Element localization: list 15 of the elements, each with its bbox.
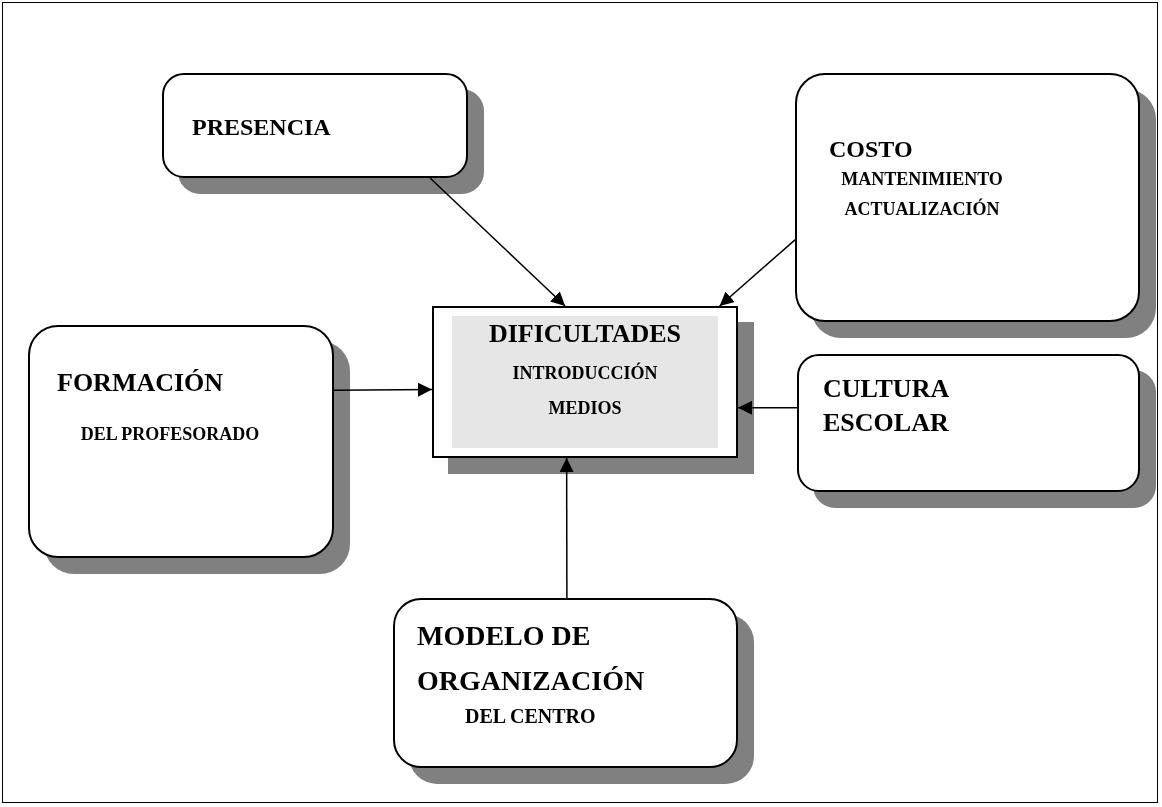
arrow	[429, 177, 566, 307]
arrow	[333, 382, 433, 397]
arrow	[559, 457, 574, 599]
box-title: FORMACIÓN	[57, 367, 225, 399]
box-text: DEL PROFESORADO	[79, 423, 261, 446]
box-text: DEL CENTRO	[465, 704, 597, 728]
box-title: DIFICULTADES	[487, 318, 683, 350]
arrow	[718, 239, 796, 307]
box-title: PRESENCIA	[192, 113, 332, 142]
arrow	[737, 400, 798, 415]
box-text: INTRODUCCIÓN MEDIOS	[511, 361, 659, 421]
box-title: CULTURA ESCOLAR	[823, 373, 950, 439]
box-title: COSTO	[829, 135, 914, 164]
box-text: MANTENIMIENTO ACTUALIZACIÓN	[840, 168, 1004, 221]
box-title: MODELO DE ORGANIZACIÓN	[417, 619, 646, 698]
